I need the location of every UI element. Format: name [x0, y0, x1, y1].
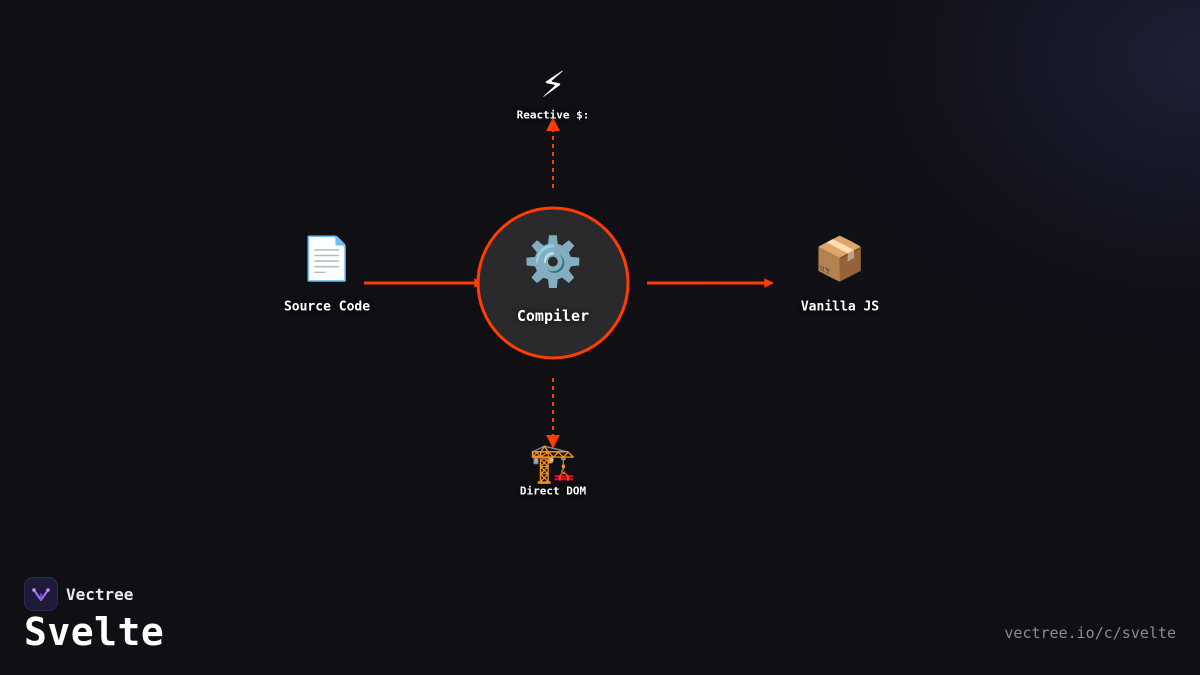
brand: Vectree: [24, 577, 133, 611]
document-icon: 📄: [300, 234, 354, 283]
construction-crane-icon: 🏗️: [529, 441, 577, 485]
compiler-label: Compiler: [516, 307, 590, 325]
gear-icon: ⚙️: [523, 234, 583, 290]
lightning-bolt-icon: ⚡: [540, 65, 566, 106]
page-title: Svelte: [24, 610, 165, 654]
reactive-label: Reactive $:: [516, 108, 590, 122]
brand-name: Vectree: [66, 584, 134, 604]
vanilla-js-label: Vanilla JS: [800, 299, 880, 315]
vectree-logo-icon: [24, 577, 58, 611]
package-icon: 📦: [813, 234, 867, 283]
compiler-node-circle: [476, 206, 630, 360]
source-code-label: Source Code: [283, 299, 371, 315]
direct-dom-label: Direct DOM: [519, 484, 587, 498]
footer-url[interactable]: vectree.io/c/svelte: [1004, 624, 1176, 642]
